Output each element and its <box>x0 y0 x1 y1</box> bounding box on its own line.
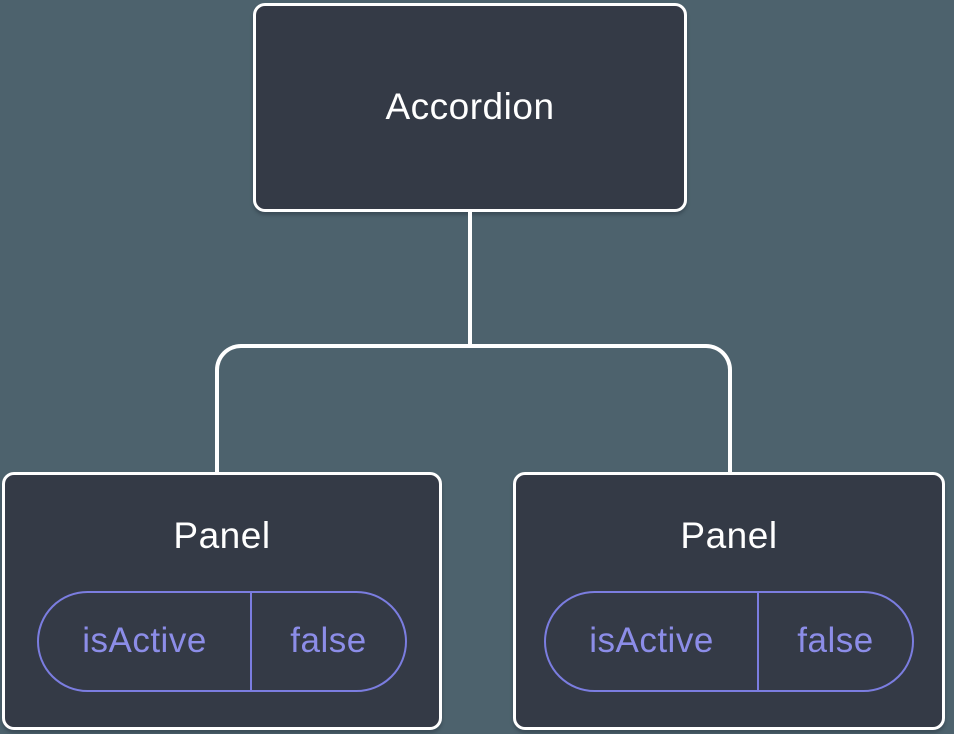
state-value: false <box>290 621 367 661</box>
panel-right-label: Panel <box>680 515 778 556</box>
accordion-node-label: Accordion <box>385 86 555 128</box>
state-name: isActive <box>39 592 252 690</box>
connector-branch-bracket <box>215 344 732 472</box>
panel-left-label: Panel <box>173 515 271 556</box>
state-value: false <box>797 621 874 661</box>
connector-stem-line <box>468 212 472 348</box>
state-name: isActive <box>546 592 759 690</box>
tree-node-panel-left: Panel isActive false <box>2 472 442 730</box>
tree-node-accordion: Accordion <box>253 3 687 212</box>
tree-node-panel-right: Panel isActive false <box>513 472 945 730</box>
state-pill: isActive false <box>544 590 914 692</box>
state-pill: isActive false <box>37 590 407 692</box>
